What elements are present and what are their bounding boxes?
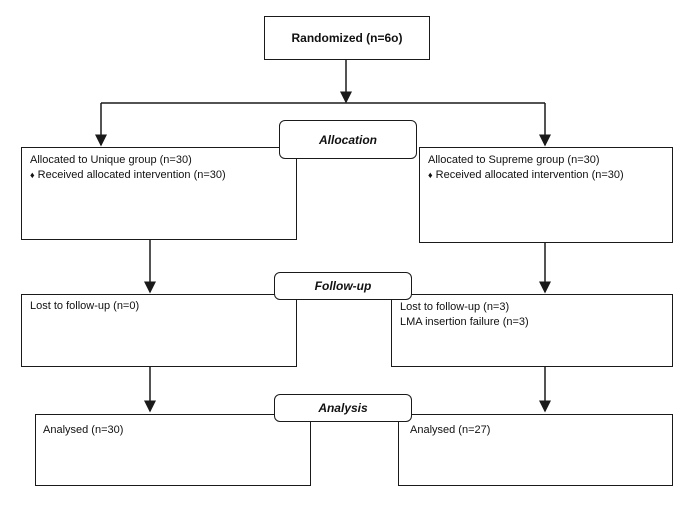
- randomized-box: Randomized (n=6o): [264, 16, 430, 60]
- left-lost-text: Lost to follow-up (n=0): [30, 300, 140, 312]
- bullet-icon: ♦: [30, 170, 35, 180]
- randomized-label: Randomized (n=6o): [291, 31, 403, 45]
- right-received-text: Received allocated intervention (n=30): [435, 169, 624, 181]
- right-analysis-box: [398, 414, 673, 486]
- followup-stage-label: Follow-up: [274, 272, 412, 300]
- left-allocated-text: Allocated to Unique group (n=30): [30, 154, 192, 166]
- right-followup-box: [391, 294, 673, 367]
- right-allocated-text: Allocated to Supreme group (n=30): [428, 154, 600, 166]
- left-followup-box: [21, 294, 297, 367]
- right-received-line: ♦ Received allocated intervention (n=30): [428, 168, 624, 183]
- left-analysed-text: Analysed (n=30): [43, 424, 124, 436]
- allocation-stage-text: Allocation: [318, 132, 377, 147]
- right-allocation-box: [419, 147, 673, 243]
- analysis-stage-text: Analysis: [318, 401, 368, 415]
- right-analysed-text: Analysed (n=27): [410, 424, 491, 436]
- bullet-icon: ♦: [428, 170, 433, 180]
- followup-stage-text: Follow-up: [314, 279, 372, 293]
- analysis-stage-label: Analysis: [274, 394, 412, 422]
- left-analysis-box: [35, 414, 311, 486]
- right-lost-text: Lost to follow-up (n=3): [400, 301, 510, 313]
- left-received-text: Received allocated intervention (n=30): [37, 169, 226, 181]
- left-allocation-box: [21, 147, 297, 240]
- left-received-line: ♦ Received allocated intervention (n=30): [30, 168, 226, 183]
- right-failure-text: LMA insertion failure (n=3): [400, 316, 529, 328]
- allocation-stage-label: Allocation: [279, 120, 417, 159]
